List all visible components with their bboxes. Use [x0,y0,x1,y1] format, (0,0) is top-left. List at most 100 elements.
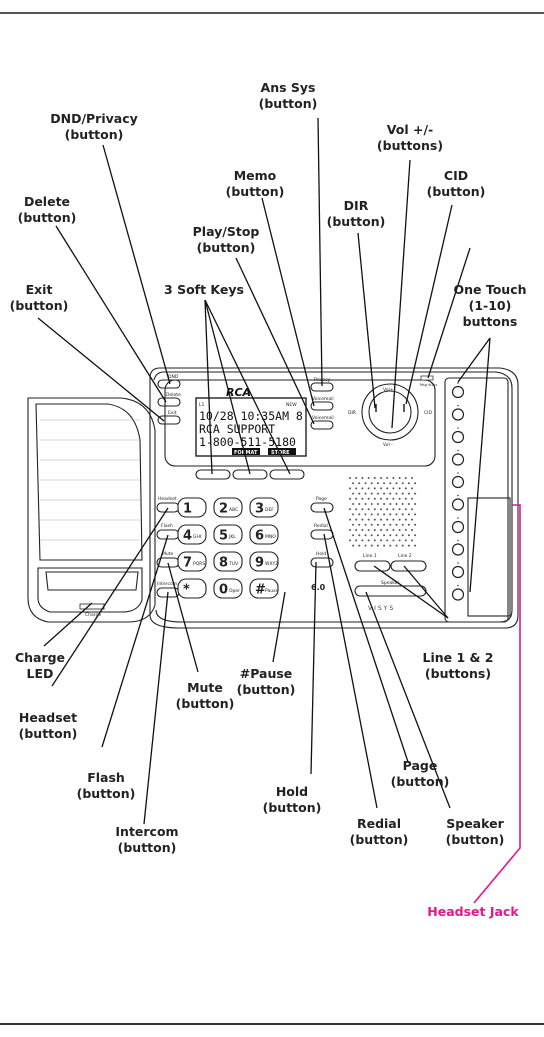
grille-dot [349,508,351,511]
keypad-key-label: 8 [219,556,228,571]
soft-key-2[interactable] [232,469,268,480]
grille-dot [389,513,392,516]
line-2-btn[interactable] [390,560,427,572]
one-touch-button[interactable] [451,588,465,601]
one-touch-button[interactable] [451,453,465,466]
grille-dot [411,477,413,479]
grille-dot [389,544,392,547]
grille-dot [349,518,351,521]
keypad-key-letters: JKL [228,534,236,540]
grille-dot [370,544,373,547]
grille-dot [361,539,364,542]
brand-text: VISYS [368,605,395,612]
grille-dot [395,492,398,495]
line-1-btn[interactable] [354,560,391,572]
lcd-new-indicator: NEW [286,402,297,408]
grille-dot [407,523,410,526]
grille-dot [367,529,370,531]
hold-btn[interactable] [310,557,334,568]
headset-jack-line [473,504,521,904]
grille-dot [407,513,410,516]
keypad-key-letters: DEF [265,507,274,513]
one-touch-button[interactable] [451,498,465,511]
redial-btn[interactable] [310,529,334,540]
label-mute: Mute(button) [176,680,235,711]
grille-dot [389,503,392,505]
keypad-key[interactable]: * [177,578,207,599]
grille-dot [364,534,367,537]
label-ans-sys: Ans Sys(button) [259,80,318,111]
soft-key-1[interactable] [195,469,231,480]
memo-btn[interactable] [310,401,334,411]
grille-dot [370,534,373,537]
grille-dot [386,518,389,521]
hold-text: Hold [316,551,326,557]
grille-dot [373,518,376,521]
page-btn[interactable] [310,502,334,513]
flash-btn[interactable] [156,529,180,540]
keypad-key[interactable]: 1 [177,497,207,518]
soft-key-3[interactable] [269,469,305,480]
top-rule [0,12,544,14]
grille-dot [386,477,389,479]
grille-dot [395,534,398,537]
delete-btn[interactable] [157,397,181,407]
grille-dot [358,482,361,485]
label-memo: Memo(button) [226,168,285,199]
grille-dot [414,492,417,495]
mute-text: Mute [162,551,173,557]
keypad-key-label: 0 [219,583,228,598]
grille-dot [355,497,358,500]
flash-text: Flash [161,523,173,529]
one-touch-indicator [457,539,459,542]
lcd-screen [195,397,307,457]
grille-dot [401,523,404,526]
grille-dot [364,503,367,505]
keypad-key[interactable]: #Pause [249,578,279,599]
grille-dot [407,503,410,505]
grille-dot [367,539,370,542]
rca-logo: RCA [226,386,251,399]
play-stop-btn[interactable] [310,420,334,430]
one-touch-button[interactable] [451,475,465,489]
grille-dot [404,508,407,511]
one-touch-button[interactable] [451,543,465,556]
exit-btn[interactable] [157,415,181,425]
one-touch-indicator [457,584,459,587]
grille-dot [355,508,358,511]
grille-dot [392,539,395,542]
one-touch-button[interactable] [451,408,465,421]
intercom-text: Intercom [157,581,177,587]
grille-dot [373,508,376,511]
nav-ring[interactable] [361,383,419,441]
grille-dot [361,477,364,479]
one-touch-button[interactable] [451,385,465,399]
label-headset: Headset(button) [19,710,78,741]
one-touch-button[interactable] [451,430,465,444]
redial-text: Redial [314,523,328,529]
one-touch-button[interactable] [451,565,465,579]
grille-dot [383,492,386,495]
grille-dot [392,529,395,531]
one-touch-indicator [457,404,459,407]
headset-btn[interactable] [156,502,180,513]
vol-down-text: Vol - [383,442,393,448]
grille-dot [370,492,373,495]
grille-dot [364,513,367,516]
vol-up-text: Vol+ [383,387,394,393]
keypad-key-label: 1 [183,502,192,517]
grille-dot [401,503,404,505]
one-touch-button[interactable] [451,520,465,534]
cid-text: CID [424,410,432,416]
lcd-line-3: 1-800-511-5180 [199,435,296,449]
grille-dot [358,513,361,516]
